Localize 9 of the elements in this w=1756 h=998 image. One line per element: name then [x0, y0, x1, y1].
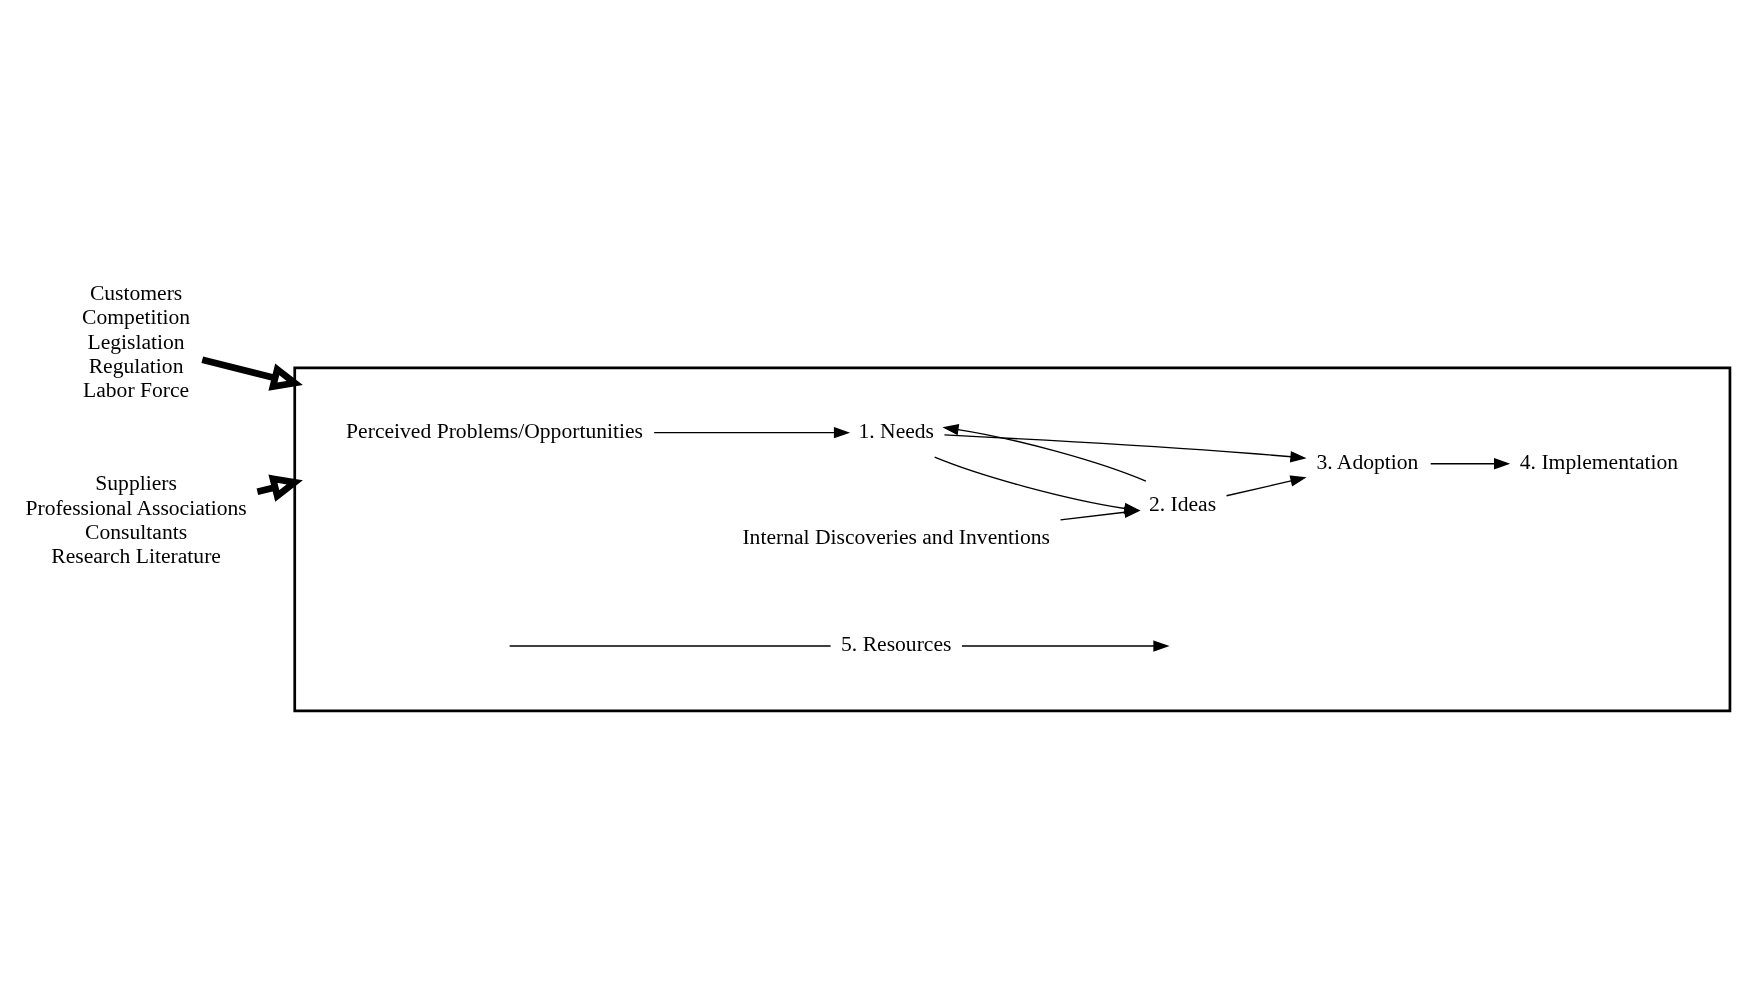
- node-text: 2. Ideas: [1148, 491, 1217, 516]
- node-text: 4. Implementation: [1519, 449, 1679, 474]
- node-text: 3. Adoption: [1316, 449, 1419, 474]
- node-text: Customers Competition Legislation Regulation Labor Force: [82, 280, 191, 402]
- node-text: Perceived Problems/Opportunities: [346, 418, 643, 443]
- node-text: Internal Discoveries and Inventions: [742, 524, 1051, 549]
- node-text: 5. Resources: [841, 631, 952, 656]
- node-text: 1. Needs: [858, 418, 935, 443]
- node-text: Suppliers Professional Associations Consultants Research Literature: [25, 470, 247, 568]
